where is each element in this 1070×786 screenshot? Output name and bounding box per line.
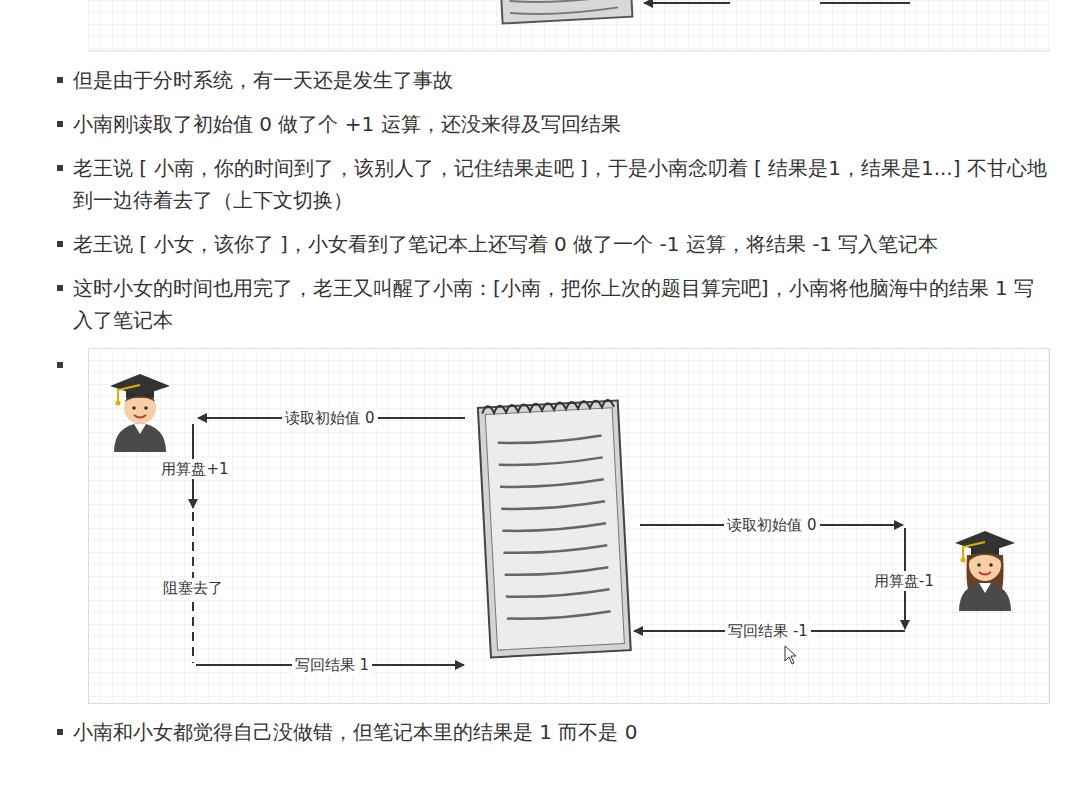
bullet-text: 小南刚读取了初始值 0 做了个 +1 运算，还没来得及写回结果 — [73, 112, 621, 136]
arrow-label: 阻塞去了 — [160, 578, 226, 598]
arrow-label: 用算盘+1 — [158, 459, 231, 479]
bullet-marker — [57, 121, 63, 127]
student-icon — [110, 374, 170, 452]
bullet-marker — [57, 285, 63, 291]
notebook-sketch — [478, 400, 631, 658]
grid-illustration — [88, 0, 1050, 52]
arrow-label: 读取初始值 0 — [724, 515, 819, 535]
grid-illustration — [88, 348, 1050, 704]
bullet-marker — [57, 165, 63, 171]
bullet-text: 小南和小女都觉得自己没做错，但笔记本里的结果是 1 而不是 0 — [73, 720, 638, 744]
arrow-label: 写回结果 -1 — [725, 621, 811, 641]
bullet-marker — [57, 729, 63, 735]
arrow-label: 用算盘-1 — [871, 571, 937, 591]
bullet-text: 这时小女的时间也用完了，老王又叫醒了小南：[小南，把你上次的题目算完吧]，小南将… — [73, 276, 1034, 332]
arrow-label: 读取初始值 0 — [282, 408, 377, 428]
student-icon — [955, 531, 1015, 611]
bullet-marker — [57, 77, 63, 83]
mouse-cursor — [785, 646, 796, 664]
bullet-text: 老王说 [ 小女，该你了 ]，小女看到了笔记本上还写着 0 做了一个 -1 运算… — [73, 232, 938, 256]
bullet-text: 但是由于分时系统，有一天还是发生了事故 — [73, 68, 453, 92]
arrow-label: 写回结果 1 — [292, 655, 372, 675]
bullet-text: 老王说 [ 小南，你的时间到了，该别人了，记住结果走吧 ]，于是小南念叨着 [ … — [73, 156, 1047, 212]
bullet-marker — [57, 241, 63, 247]
bullet-marker — [57, 362, 63, 368]
notebook-sketch — [501, 0, 633, 23]
